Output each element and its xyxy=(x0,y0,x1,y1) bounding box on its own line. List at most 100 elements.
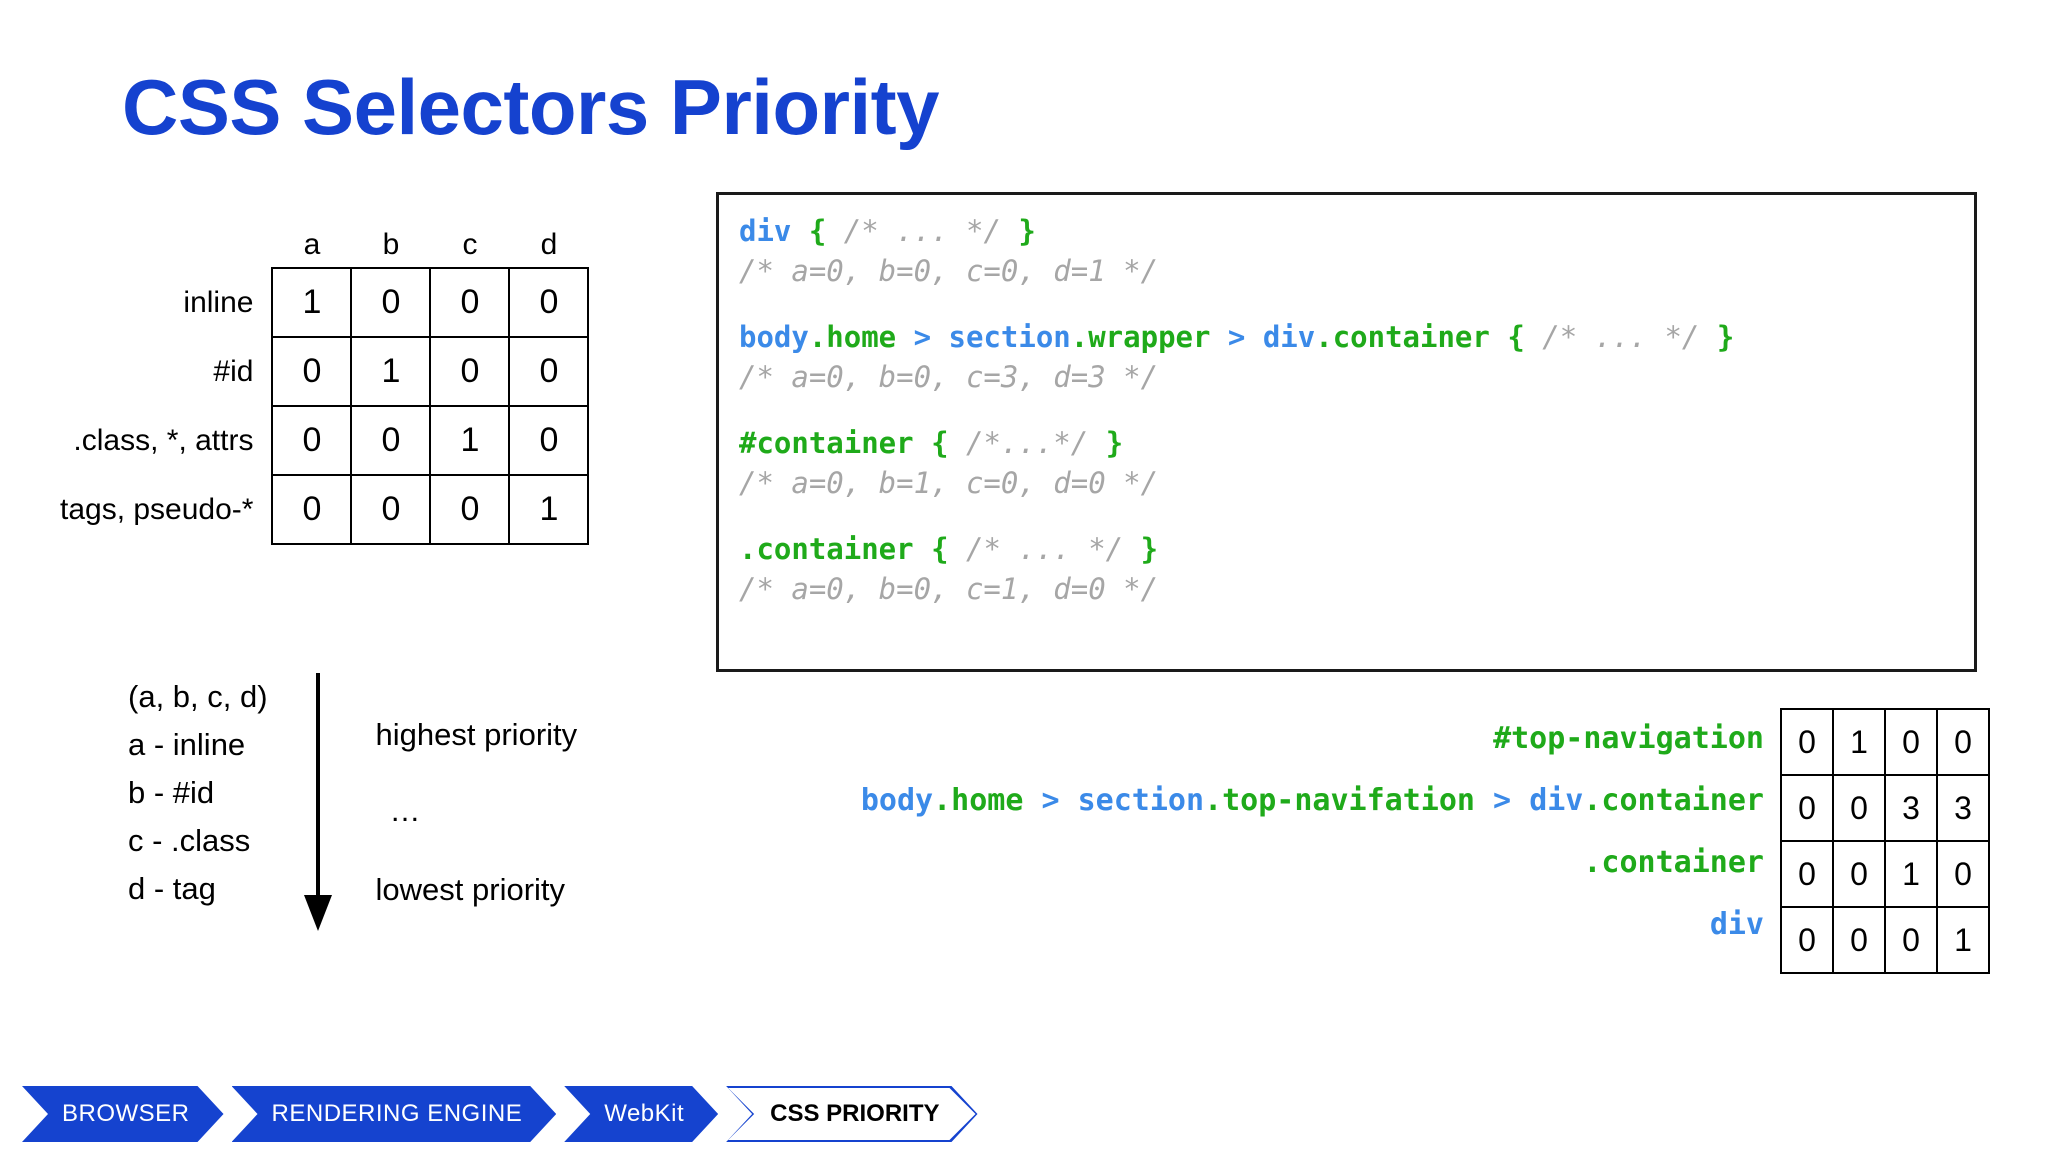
matrix-cell: 0 xyxy=(350,267,432,338)
breadcrumb-item-webkit[interactable]: WebKit xyxy=(564,1086,718,1142)
example-selector-row: body.home > section.top-navifation > div… xyxy=(760,770,1780,832)
matrix-cell: 0 xyxy=(429,336,511,407)
matrix-column-header-b: b xyxy=(382,227,400,261)
code-specificity-comment: /* a=0, b=0, c=0, d=1 */ xyxy=(739,254,1159,288)
code-token-brace: } xyxy=(1716,320,1735,354)
code-token-class: .container xyxy=(1315,320,1490,354)
code-selector-line: #container { /*...*/ } xyxy=(739,423,1974,463)
matrix-cell: 1 xyxy=(271,267,353,338)
example-token-class: .home xyxy=(933,783,1024,818)
legend-key-item: (a, b, c, d) xyxy=(128,679,268,714)
code-token-comment: /*...*/ xyxy=(948,426,1106,460)
example-selector-list: #top-navigation body.home > section.top-n… xyxy=(760,708,1780,956)
code-token-plain xyxy=(1490,320,1507,354)
example-cell: 0 xyxy=(1780,708,1834,776)
breadcrumb-item-label: BROWSER xyxy=(62,1100,190,1127)
matrix-cell: 0 xyxy=(429,474,511,545)
example-cell: 0 xyxy=(1936,840,1990,908)
example-token-tag: section xyxy=(1077,783,1205,818)
matrix-cell: 0 xyxy=(429,267,511,338)
code-selector-line: .container { /* ... */ } xyxy=(739,529,1974,569)
code-token-class: .home xyxy=(808,320,897,354)
matrix-cell: 0 xyxy=(271,474,353,545)
matrix-row-label: .class, *, attrs xyxy=(73,423,254,457)
example-token-id: #top-navigation xyxy=(1493,721,1764,756)
breadcrumb-outline-fill xyxy=(728,1088,975,1140)
code-token-tag: body xyxy=(739,320,809,354)
example-cell: 1 xyxy=(1832,708,1886,776)
code-token-id: #container xyxy=(739,426,914,460)
example-cell: 0 xyxy=(1832,906,1886,974)
matrix-column-header-a: a xyxy=(303,227,321,261)
example-selector-row: div xyxy=(760,894,1780,956)
code-token-tag: div xyxy=(1262,320,1316,354)
example-token-tag: div xyxy=(1529,783,1584,818)
matrix-header-row: a b c d xyxy=(60,222,588,268)
matrix-row-label: #id xyxy=(213,354,254,388)
matrix-cell: 0 xyxy=(350,474,432,545)
ellipsis-label: … xyxy=(389,793,423,828)
matrix-cell: 1 xyxy=(429,405,511,476)
matrix-column-header-d: d xyxy=(540,227,558,261)
example-token-tag: div xyxy=(1709,907,1764,942)
example-selector-row: .container xyxy=(760,832,1780,894)
example-cell: 0 xyxy=(1936,708,1990,776)
legend-key-list: (a, b, c, d) a - inline b - #id c - .class d… xyxy=(128,673,268,940)
priority-labels: highest priority … lowest priority xyxy=(376,673,696,940)
matrix-cell: 0 xyxy=(508,405,590,476)
code-token-brace: } xyxy=(1018,214,1036,248)
example-cell: 0 xyxy=(1832,774,1886,842)
legend-key-item: c - .class xyxy=(128,823,251,858)
breadcrumb-item-browser[interactable]: BROWSER xyxy=(22,1086,224,1142)
lowest-priority-label: lowest priority xyxy=(375,872,566,907)
matrix-cell: 0 xyxy=(271,405,353,476)
code-blank-line xyxy=(739,291,1974,317)
legend-key-item: d - tag xyxy=(128,871,216,906)
code-token-comment: /* ... */ xyxy=(948,532,1141,566)
matrix-row-label: inline xyxy=(183,285,254,319)
matrix-corner-cell xyxy=(60,222,272,268)
code-token-brace: } xyxy=(1105,426,1124,460)
code-token-brace: } xyxy=(1140,532,1159,566)
example-cell: 3 xyxy=(1884,774,1938,842)
matrix-row-label: tags, pseudo-* xyxy=(60,492,254,526)
code-token-plain xyxy=(914,532,931,566)
code-blank-line xyxy=(739,397,1974,423)
example-selector-row: #top-navigation xyxy=(760,708,1780,770)
code-specificity-comment: /* a=0, b=1, c=0, d=0 */ xyxy=(739,466,1159,500)
breadcrumb-item-rendering-engine[interactable]: RENDERING ENGINE xyxy=(232,1086,557,1142)
matrix-cell: 1 xyxy=(508,474,590,545)
breadcrumb-item-label: WebKit xyxy=(604,1100,685,1127)
code-selector-line: div { /* ... */ } xyxy=(739,211,1974,251)
code-listing: div { /* ... */ }/* a=0, b=0, c=0, d=1 *… xyxy=(719,195,1974,609)
example-token-class: .container xyxy=(1583,783,1764,818)
matrix-column-header-c: c xyxy=(462,227,478,261)
code-specificity-comment: /* a=0, b=0, c=1, d=0 */ xyxy=(739,572,1159,606)
matrix-cell: 0 xyxy=(508,336,590,407)
code-token-brace: { xyxy=(931,426,949,460)
example-cell: 3 xyxy=(1936,774,1990,842)
matrix-cell: 1 xyxy=(350,336,432,407)
example-token-comb: > xyxy=(1475,783,1530,818)
code-blank-line xyxy=(739,503,1974,529)
code-example-panel: div { /* ... */ }/* a=0, b=0, c=0, d=1 *… xyxy=(716,192,1977,672)
code-token-plain xyxy=(914,426,931,460)
legend-key-item: b - #id xyxy=(128,775,215,810)
priority-arrow-icon xyxy=(300,673,370,940)
breadcrumb-item-css-priority[interactable]: CSS PRIORITY xyxy=(726,1086,977,1142)
legend-key-item: a - inline xyxy=(128,727,246,762)
code-token-tag: div xyxy=(739,214,792,248)
code-token-comment: /* ... */ xyxy=(1524,320,1717,354)
breadcrumb-item-label: CSS PRIORITY xyxy=(770,1100,940,1127)
highest-priority-label: highest priority xyxy=(375,717,578,752)
code-token-brace: { xyxy=(1507,320,1525,354)
